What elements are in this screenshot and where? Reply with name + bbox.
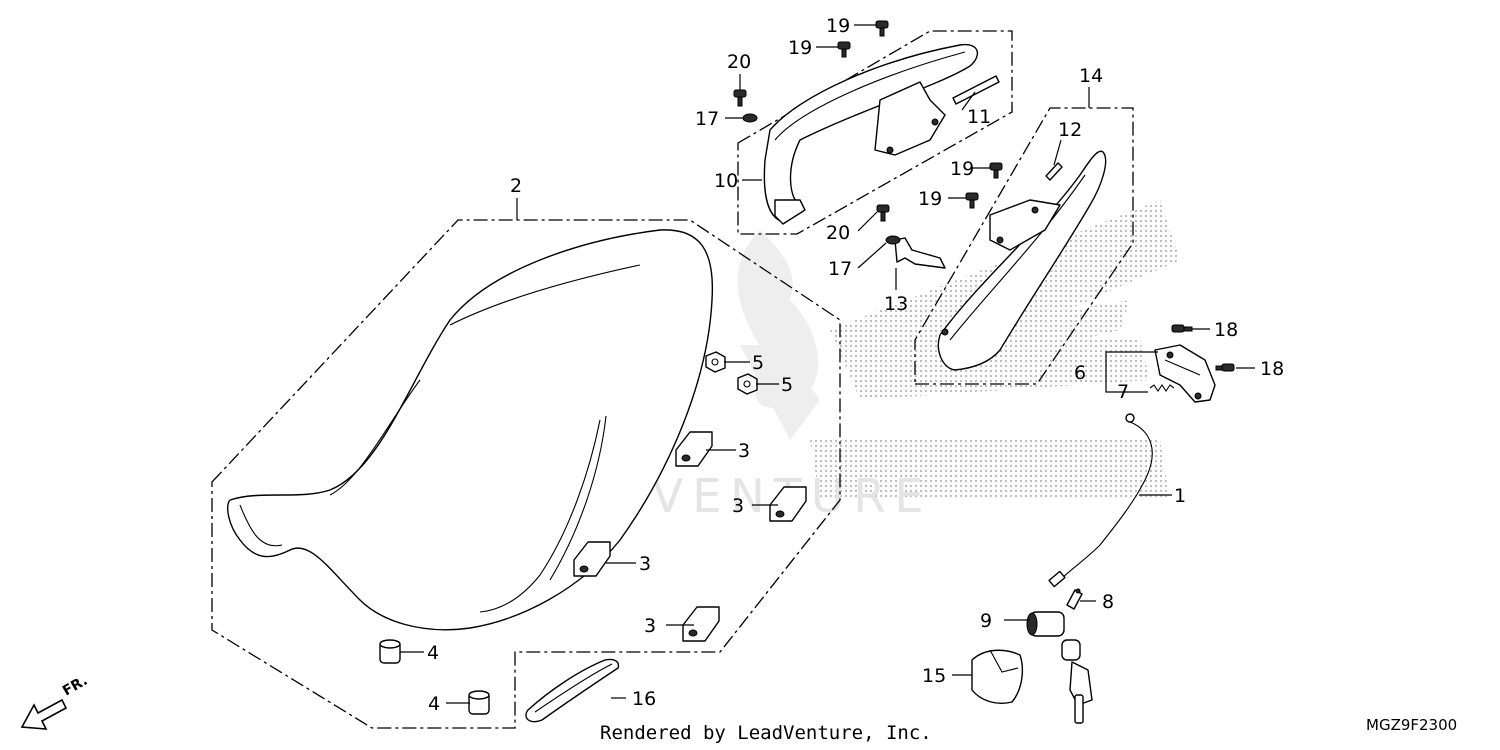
callout-18b: 18 (1260, 358, 1284, 380)
callout-4a: 4 (427, 642, 439, 664)
callout-3c: 3 (639, 553, 651, 575)
callout-19c: 19 (950, 158, 974, 180)
cable-1 (1048, 413, 1153, 588)
seat-rubber-3b (769, 486, 807, 522)
washer-17a (742, 113, 758, 123)
bolt-18a (1171, 324, 1193, 333)
leader-lines (400, 24, 1255, 704)
bolt-19a (875, 20, 889, 37)
callout-20b: 20 (826, 222, 850, 244)
pin-8 (1066, 588, 1083, 610)
grab-rail-front (763, 43, 979, 225)
bolt-18b (1215, 363, 1235, 372)
callout-20a: 20 (727, 51, 751, 73)
cover-15 (971, 649, 1024, 704)
callout-9: 9 (980, 610, 992, 632)
bolt-19d (965, 192, 979, 209)
nut-5a (705, 351, 726, 373)
callout-17b: 17 (828, 258, 852, 280)
strip-11 (952, 75, 1000, 105)
callout-5b: 5 (781, 374, 793, 396)
diagram-code: MGZ9F2300 (1366, 716, 1457, 734)
callout-10: 10 (714, 170, 738, 192)
callout-19a: 19 (826, 15, 850, 37)
bolt-19b (837, 41, 851, 58)
callout-7: 7 (1117, 381, 1129, 403)
callout-3b: 3 (732, 495, 744, 517)
callout-19d: 19 (918, 188, 942, 210)
front-direction-label: FR. (60, 673, 90, 700)
bolt-20a (733, 89, 747, 107)
callout-1: 1 (1174, 485, 1186, 507)
key-cylinder-9 (1026, 611, 1093, 724)
callout-2: 2 (510, 175, 522, 197)
cushion-4b (468, 690, 490, 715)
callout-19b: 19 (788, 37, 812, 59)
washer-17b (885, 235, 901, 245)
callout-15: 15 (922, 665, 946, 687)
seat-assembly-outline (211, 219, 841, 729)
seat-rubber-3a (675, 431, 713, 467)
callout-8: 8 (1102, 591, 1114, 613)
bracket-13 (894, 237, 946, 269)
callout-6: 6 (1074, 362, 1086, 384)
bolt-20b (876, 204, 890, 222)
front-direction-arrow-icon (20, 698, 68, 730)
callout-17a: 17 (695, 108, 719, 130)
spring-7 (1149, 384, 1175, 392)
nut-5b (737, 373, 758, 395)
footer-credit: Rendered by LeadVenture, Inc. (600, 722, 932, 744)
callout-13: 13 (884, 293, 908, 315)
callout-12: 12 (1058, 119, 1082, 141)
callout-3d: 3 (644, 615, 656, 637)
cushion-4a (379, 639, 401, 664)
callout-14: 14 (1079, 65, 1103, 87)
grab-rail-rear-outline (914, 107, 1134, 385)
callout-11: 11 (967, 106, 991, 128)
seat-part (227, 229, 714, 631)
seat-lock-6 (1154, 344, 1216, 403)
leadventure-flame-watermark (737, 230, 820, 440)
callout-18a: 18 (1214, 319, 1238, 341)
bolt-19c (989, 162, 1003, 179)
strip-12 (1045, 162, 1063, 181)
strap-16 (525, 658, 620, 723)
callout-5a: 5 (752, 352, 764, 374)
callout-3a: 3 (738, 440, 750, 462)
callout-16: 16 (632, 688, 656, 710)
seat-rubber-3c (573, 541, 611, 577)
svg-text:HONDA: HONDA (860, 445, 1121, 510)
seat-rubber-3d (682, 606, 720, 642)
grab-rail-rear (937, 150, 1107, 371)
grab-rail-front-outline (737, 30, 1013, 235)
callout-4b: 4 (428, 693, 440, 715)
